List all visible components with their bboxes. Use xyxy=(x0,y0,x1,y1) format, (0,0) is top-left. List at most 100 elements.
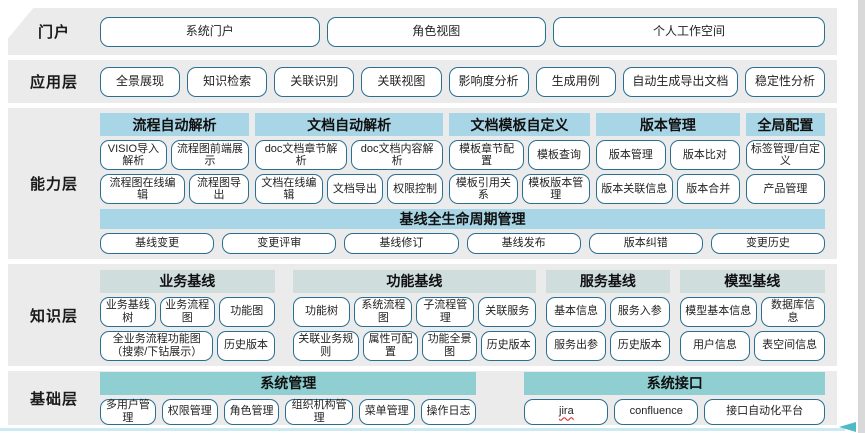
application-button-row: 全景展现知识检索关联识别关联视图影响度分析生成用例自动生成导出文档稳定性分析 xyxy=(100,66,826,97)
knowledge-group-business-baseline: 业务基线 业务基线树业务流程图功能图 全业务流程功能图（搜索/下钻展示）历史版本 xyxy=(100,269,275,361)
button-row: 版本关联信息版本合并 xyxy=(595,174,740,204)
pill-button[interactable]: 属性可配置 xyxy=(362,330,419,361)
pill-button[interactable]: 服务出参 xyxy=(546,330,606,361)
pill-button[interactable]: 历史版本 xyxy=(217,330,275,361)
button-row: 功能树系统流程图子流程管理关联服务 xyxy=(292,296,537,327)
layer-band-capability: 能力层 流程自动解析 VISIO导入解析流程图前端展示 流程图在线编辑流程图导出… xyxy=(8,108,837,259)
capability-group-template-custom: 文档模板自定义 模板章节配置模板查询 模板引用关系模板版本管理 xyxy=(449,113,590,204)
pill-button[interactable]: 基线修订 xyxy=(344,233,459,254)
pill-button[interactable]: 流程图导出 xyxy=(189,174,250,204)
layer-band-knowledge: 知识层 业务基线 业务基线树业务流程图功能图 全业务流程功能图（搜索/下钻展示）… xyxy=(8,264,837,366)
pill-button[interactable]: doc文档内容解析 xyxy=(351,140,444,170)
pill-button[interactable]: 个人工作空间 xyxy=(553,16,825,47)
pill-button[interactable]: 文档在线编辑 xyxy=(255,174,323,204)
pill-button[interactable]: 功能树 xyxy=(292,296,351,327)
button-row: 用户信息表空间信息 xyxy=(679,330,826,361)
pill-button[interactable]: 标签管理/自定义 xyxy=(745,140,825,170)
pill-button[interactable]: 功能图 xyxy=(219,296,275,327)
pill-button[interactable]: 产品管理 xyxy=(745,174,825,204)
pill-button[interactable]: 流程图在线编辑 xyxy=(100,174,186,204)
button-row: 基本信息服务入参 xyxy=(546,296,670,327)
pill-button[interactable]: 系统流程图 xyxy=(354,296,413,327)
pill-button[interactable]: 变更历史 xyxy=(710,233,826,254)
button-row: 版本管理版本比对 xyxy=(595,140,740,170)
pill-button[interactable]: 基线变更 xyxy=(100,233,215,254)
pill-button[interactable]: 角色视图 xyxy=(326,16,547,47)
group-header-template-custom: 文档模板自定义 xyxy=(449,113,590,136)
pill-button[interactable]: 基本信息 xyxy=(546,296,606,327)
page-corner-decoration xyxy=(0,0,40,48)
pill-button[interactable]: 业务流程图 xyxy=(159,296,215,327)
pill-button[interactable]: 知识检索 xyxy=(187,66,268,97)
pill-button[interactable]: 历史版本 xyxy=(609,330,670,361)
pill-button[interactable]: 版本纠错 xyxy=(588,233,703,254)
baseline-button-row: 基线变更变更评审基线修订基线发布版本纠错变更历史 xyxy=(100,233,826,254)
button-row: 标签管理/自定义 xyxy=(745,140,825,170)
pill-button[interactable]: 关联业务规则 xyxy=(292,330,359,361)
portal-button-row: 系统门户角色视图个人工作空间 xyxy=(100,16,825,47)
pill-button[interactable]: 版本比对 xyxy=(669,140,740,170)
pill-button[interactable]: 系统门户 xyxy=(100,16,320,47)
pill-button[interactable]: 表空间信息 xyxy=(754,330,826,361)
pill-button[interactable]: 关联视图 xyxy=(361,66,442,97)
pill-button[interactable]: 多用户管理 xyxy=(100,398,156,425)
pill-button[interactable]: doc文档章节解析 xyxy=(255,140,348,170)
group-header-system-interface: 系统接口 xyxy=(524,371,825,395)
pill-button[interactable]: confluence xyxy=(614,398,699,425)
group-header-process-parsing: 流程自动解析 xyxy=(100,113,250,136)
pill-button[interactable]: 基线发布 xyxy=(466,233,581,254)
pill-button[interactable]: 文档导出 xyxy=(326,174,383,204)
pill-button[interactable]: 权限管理 xyxy=(161,398,218,425)
capability-group-version-mgmt: 版本管理 版本管理版本比对 版本关联信息版本合并 xyxy=(595,113,740,204)
pill-button[interactable]: 模板查询 xyxy=(528,140,590,170)
button-row: 服务出参历史版本 xyxy=(546,330,670,361)
window-edge-strip xyxy=(858,0,865,433)
pill-button[interactable]: 用户信息 xyxy=(679,330,751,361)
pill-button[interactable]: 权限控制 xyxy=(386,174,444,204)
left-arrowhead-icon xyxy=(839,422,856,432)
button-row: 全业务流程功能图（搜索/下钻展示）历史版本 xyxy=(100,330,275,361)
group-header-model-baseline: 模型基线 xyxy=(679,269,825,293)
group-header-function-baseline: 功能基线 xyxy=(292,269,537,293)
pill-button[interactable]: 全景展现 xyxy=(100,66,181,97)
button-row: 模板章节配置模板查询 xyxy=(449,140,590,170)
pill-button[interactable]: 历史版本 xyxy=(481,330,537,361)
pill-button[interactable]: 组织机构管理 xyxy=(285,398,353,425)
pill-button[interactable]: 业务基线树 xyxy=(100,296,156,327)
pill-button[interactable]: 菜单管理 xyxy=(358,398,415,425)
button-row: 模板引用关系模板版本管理 xyxy=(449,174,590,204)
pill-button[interactable]: 模板章节配置 xyxy=(449,140,525,170)
pill-button[interactable]: 自动生成导出文档 xyxy=(622,66,738,97)
pill-button[interactable]: 关联服务 xyxy=(478,296,537,327)
button-row: 模型基本信息数据库信息 xyxy=(679,296,825,327)
pill-button[interactable]: 关联识别 xyxy=(274,66,355,97)
group-header-system-mgmt: 系统管理 xyxy=(100,371,477,395)
pill-button[interactable]: VISIO导入解析 xyxy=(100,140,167,170)
pill-button[interactable]: 模型基本信息 xyxy=(679,296,758,327)
pill-button[interactable]: 流程图前端展示 xyxy=(170,140,250,170)
pill-button[interactable]: 变更评审 xyxy=(222,233,337,254)
pill-button[interactable]: 影响度分析 xyxy=(448,66,529,97)
pill-button[interactable]: jira xyxy=(524,398,609,425)
capability-group-global-config: 全局配置 标签管理/自定义 产品管理 xyxy=(745,113,825,204)
pill-button[interactable]: 功能全景图 xyxy=(422,330,478,361)
pill-button[interactable]: 模板版本管理 xyxy=(521,174,590,204)
pill-button[interactable]: 接口自动化平台 xyxy=(704,398,826,425)
foundation-group-system-mgmt: 系统管理 多用户管理权限管理角色管理组织机构管理菜单管理操作日志 xyxy=(100,371,477,425)
group-header-doc-parsing: 文档自动解析 xyxy=(255,113,444,136)
pill-button[interactable]: 版本合并 xyxy=(676,174,740,204)
pill-button[interactable]: 版本关联信息 xyxy=(595,174,673,204)
pill-button[interactable]: 服务入参 xyxy=(609,296,670,327)
pill-button[interactable]: 生成用例 xyxy=(535,66,616,97)
pill-button[interactable]: 模板引用关系 xyxy=(449,174,518,204)
pill-button[interactable]: 子流程管理 xyxy=(416,296,475,327)
pill-button[interactable]: 全业务流程功能图（搜索/下钻展示） xyxy=(100,330,214,361)
pill-button[interactable]: 版本管理 xyxy=(595,140,666,170)
pill-button[interactable]: 数据库信息 xyxy=(761,296,825,327)
pill-button[interactable]: 操作日志 xyxy=(420,398,477,425)
knowledge-group-model-baseline: 模型基线 模型基本信息数据库信息 用户信息表空间信息 xyxy=(679,269,826,361)
pill-button[interactable]: 稳定性分析 xyxy=(744,66,826,97)
pill-button[interactable]: 角色管理 xyxy=(223,398,280,425)
